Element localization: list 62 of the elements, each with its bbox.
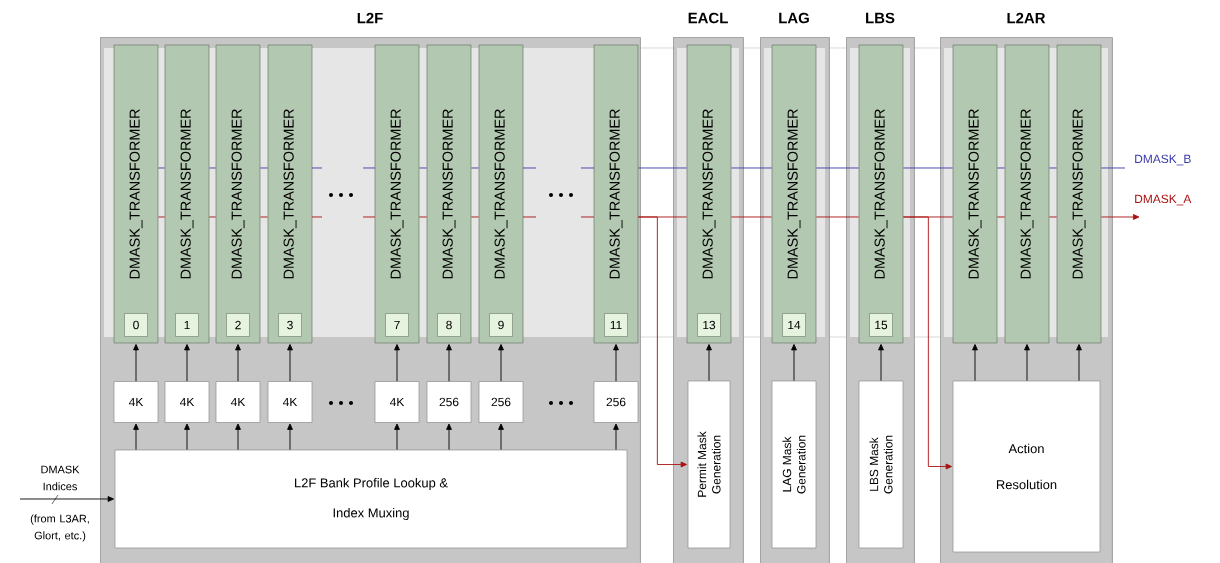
number-label: 15: [869, 313, 893, 337]
number-label: 11: [604, 313, 628, 337]
arrow: [791, 344, 797, 382]
number-label: 2: [226, 313, 250, 337]
group-title: L2AR: [1007, 12, 1046, 24]
arrow: [235, 423, 241, 451]
arrow: [287, 344, 293, 382]
arrow: [878, 344, 884, 382]
number-label: 7: [385, 313, 409, 337]
memory-box: 256: [426, 381, 472, 423]
edge-label: DMASK_B: [1135, 154, 1191, 166]
arrow: [394, 423, 400, 451]
transformer-block: DMASK_TRANSFORMER: [1056, 44, 1102, 344]
arrow: [498, 344, 504, 382]
mask-generation-box: Permit Mask Generation: [687, 380, 731, 549]
group-title: LAG: [779, 12, 809, 24]
arrow: [133, 423, 139, 451]
arrow: [184, 344, 190, 382]
arrow: [972, 344, 978, 382]
mask-generation-box: LAG Mask Generation: [771, 380, 817, 549]
number-label: 1: [175, 313, 199, 337]
arrow: [19, 496, 114, 502]
arrow: [1024, 344, 1030, 382]
arrow: [184, 423, 190, 451]
arrow: [133, 344, 139, 382]
transformer-block: DMASK_TRANSFORMER: [952, 44, 998, 344]
arrow: [902, 216, 952, 470]
memory-box: 256: [478, 381, 524, 423]
number-label: 0: [124, 313, 148, 337]
arrow: [446, 344, 452, 382]
group-title: EACL: [688, 12, 728, 24]
arrow: [394, 344, 400, 382]
memory-box: 4K: [164, 381, 210, 423]
source-note: (from L3AR, Glort, etc.): [30, 514, 89, 542]
number-label: 9: [489, 313, 513, 337]
arrow: [706, 344, 712, 382]
memory-box: 4K: [215, 381, 261, 423]
number-label: 13: [697, 313, 721, 337]
memory-box: 4K: [374, 381, 420, 423]
edge-label: DMASK Indices: [41, 465, 80, 491]
memory-box: 4K: [267, 381, 313, 423]
arrow: [287, 423, 293, 451]
group-title: L2F: [357, 12, 383, 24]
group-title: LBS: [866, 12, 895, 24]
transformer-block: DMASK_TRANSFORMER: [1004, 44, 1050, 344]
edge-label: DMASK_A: [1135, 194, 1192, 206]
number-label: 3: [278, 313, 302, 337]
arrow: [1076, 344, 1082, 382]
memory-box: 4K: [113, 381, 159, 423]
arrow: [613, 344, 619, 382]
memory-box: 256: [593, 381, 639, 423]
arrow: [446, 423, 452, 451]
arrow: [498, 423, 504, 451]
number-label: 8: [437, 313, 461, 337]
action-resolution-box: Action Resolution: [952, 380, 1101, 553]
arrow: [637, 216, 687, 468]
mask-generation-box: LBS Mask Generation: [858, 380, 904, 549]
lookup-box: L2F Bank Profile Lookup & Index Muxing: [114, 449, 628, 549]
number-label: 14: [782, 313, 806, 337]
arrow: [613, 423, 619, 451]
arrow: [235, 344, 241, 382]
arrow: [1100, 214, 1140, 220]
